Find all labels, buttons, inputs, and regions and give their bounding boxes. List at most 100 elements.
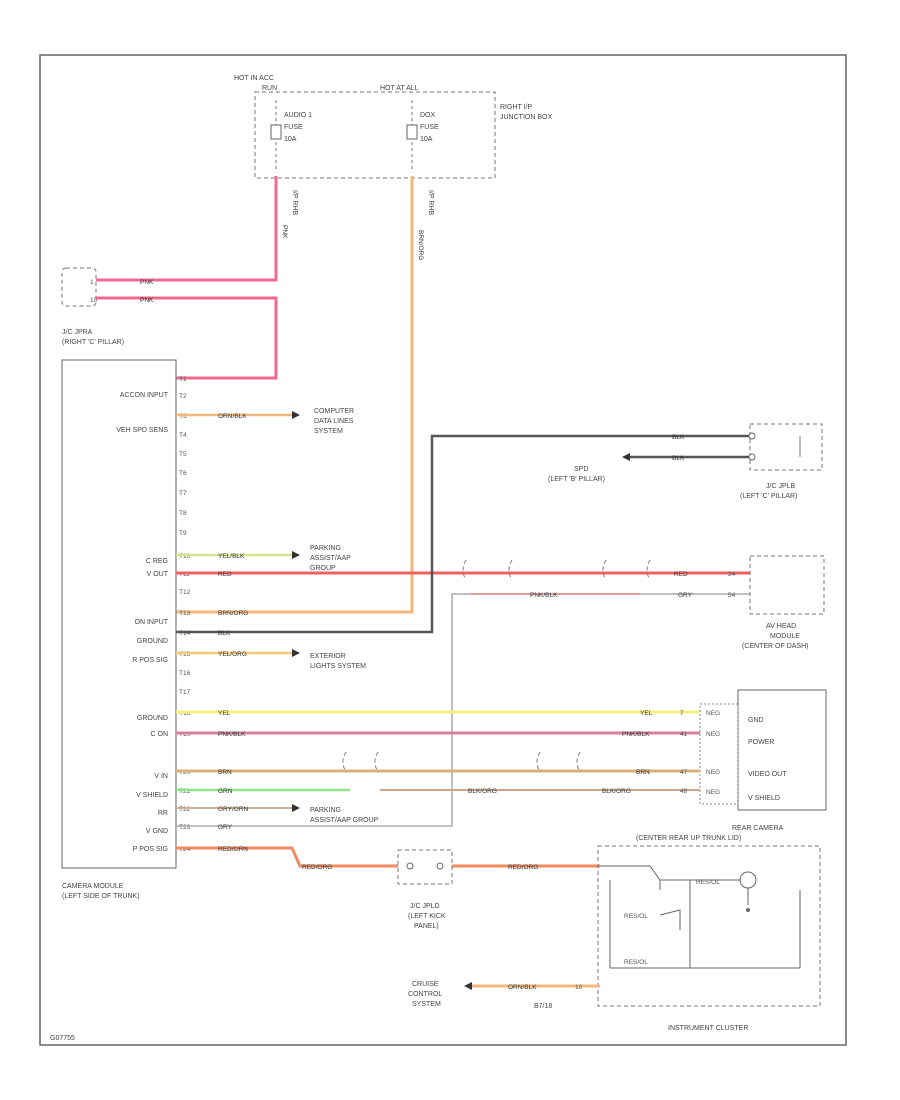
module-pin-number: T2	[179, 393, 187, 400]
wire-label-t14: BLK	[218, 630, 231, 637]
dest-computer-1: COMPUTER	[314, 408, 354, 415]
module-pin-number: T16	[179, 670, 191, 677]
fuse2-name: DOX	[420, 112, 436, 119]
display-label-gnd: GND	[748, 717, 764, 724]
display-brn-label: BRN	[636, 769, 650, 776]
av-pin-2: 54	[728, 592, 736, 599]
dest-cruise-3: SYSTEM	[412, 1001, 441, 1008]
fuse-audio-1	[270, 124, 282, 140]
shield-blk-org-label-1: BLK/ORG	[468, 788, 497, 795]
cruise-connector: B7/18	[534, 1003, 552, 1010]
jpra-location: (RIGHT 'C' PILLAR)	[62, 339, 124, 346]
module-pin-label: V OUT	[147, 571, 169, 578]
display-pin-4: 48	[680, 788, 688, 795]
dest-parking1-1: PARKING	[310, 545, 341, 552]
module-pin-label: V IN	[154, 773, 168, 780]
jpld-location: (LEFT KICK	[408, 913, 446, 920]
dest-parking1-3: GROUP	[310, 565, 336, 572]
camera-lamp-icon	[739, 871, 757, 889]
spd-name: SPD	[574, 466, 588, 473]
module-pin-label: V SHIELD	[136, 792, 168, 799]
shield-blk-org-label-2: BLK/ORG	[602, 788, 631, 795]
shield-mark-7	[536, 751, 541, 773]
module-pin-label: VEH SPD SENS	[116, 427, 168, 434]
module-pin-number: T21	[179, 788, 191, 795]
shield-mark-8	[576, 751, 581, 773]
jplb-location: (LEFT 'C' PILLAR)	[740, 493, 797, 500]
spd-wire-2: BLK	[672, 455, 685, 462]
arrow-spd	[622, 453, 630, 461]
display-yel-label: YEL	[640, 710, 653, 717]
hot-at-all-label: HOT AT ALL	[380, 85, 419, 92]
arrow-parking-2	[292, 804, 300, 812]
res-label-1: RES/OL	[696, 879, 720, 886]
module-pin-label: C REG	[146, 558, 168, 565]
arrow-parking-1	[292, 551, 300, 559]
shield-mark-2	[508, 559, 513, 581]
wire-label-pnk-1: PNK	[140, 279, 154, 286]
dest-cruise-2: CONTROL	[408, 991, 442, 998]
module-pin-number: T3	[179, 413, 187, 420]
fuse1-name: AUDIO 1	[284, 112, 312, 119]
module-pin-number: T23	[179, 824, 191, 831]
av-head-line2: MODULE	[770, 633, 800, 640]
module-pin-number: T5	[179, 451, 187, 458]
module-pin-number: T13	[179, 610, 191, 617]
module-pin-label: R POS SIG	[132, 657, 168, 664]
arrow-computer	[292, 411, 300, 419]
display-pin-2: 41	[680, 731, 688, 738]
dest-exterior-1: EXTERIOR	[310, 653, 346, 660]
module-pin-label: P POS SIG	[133, 846, 168, 853]
fuse-block: HOT IN ACC RUN HOT AT ALL RIGHT I/P JUNC…	[234, 75, 552, 179]
jpld-location-2: PANEL)	[414, 923, 439, 930]
rear-camera-assembly: REAR CAMERA (CENTER REAR UP TRUNK LID) R…	[597, 825, 821, 1007]
camera-module: CAMERA MODULE (LEFT SIDE OF TRUNK)	[61, 359, 177, 900]
dest-exterior-2: LIGHTS SYSTEM	[310, 663, 366, 670]
wire-label-t11: RED	[218, 571, 232, 578]
wire-red-orn-t24	[176, 846, 398, 868]
jplb-name: J/C JPLB	[766, 483, 796, 490]
display-pin-3: 47	[680, 769, 688, 776]
rear-camera-name: REAR CAMERA	[732, 825, 784, 832]
shield-mark-1	[462, 559, 467, 581]
wire-label-t20: BRN	[218, 769, 232, 776]
camera-module-pin-numbers: T1T2T3T4T5T6T7T8T9T10T11T12T13T14T15T16T…	[179, 376, 191, 853]
wire-label-pnk-vert: PNK	[281, 225, 288, 239]
fuse2-rating: 10A	[420, 136, 433, 143]
jpra-pin-2: 10	[90, 297, 98, 304]
hot-in-acc-label: HOT IN ACC	[234, 75, 274, 82]
wire-label-t10: YEL/BLK	[218, 553, 245, 560]
module-pin-number: T9	[179, 530, 187, 537]
wire-brn-org-fuse-to-module	[176, 176, 414, 614]
dest-parking2-1: PARKING	[310, 807, 341, 814]
display-unit: GND POWER VIDEO OUT V SHIELD	[737, 689, 827, 811]
jpld-wire-in: RED/ORG	[302, 864, 332, 871]
fuse1-rating: 10A	[284, 136, 297, 143]
neg-4: NEG	[706, 789, 720, 796]
wire-label-t21: GRN	[218, 788, 233, 795]
wire-blk-t14	[176, 434, 750, 634]
dest-cruise-1: CRUISE	[412, 981, 439, 988]
junction-box-title-2: JUNCTION BOX	[500, 114, 552, 121]
module-pin-number: T17	[179, 689, 191, 696]
shield-mark-3	[602, 559, 607, 581]
jc-jpra: 1 10 J/C JPRA (RIGHT 'C' PILLAR)	[61, 267, 124, 346]
cruise-pin: 10	[575, 984, 583, 991]
av-red-label: RED	[674, 571, 688, 578]
jc-jpld: J/C JPLD (LEFT KICK PANEL)	[397, 849, 453, 930]
display-label-video-out: VIDEO OUT	[748, 771, 787, 778]
run-label: RUN	[262, 85, 277, 92]
junction-box-title-1: RIGHT I/P	[500, 104, 532, 111]
display-label-power: POWER	[748, 739, 774, 746]
module-pin-number: T12	[179, 589, 191, 596]
neg-3: NEG	[706, 769, 720, 776]
camera-module-name: CAMERA MODULE	[62, 883, 124, 890]
figure-id: G07755	[50, 1035, 75, 1042]
dest-computer-2: DATA LINES	[314, 418, 354, 425]
display-pnk-blk-label: PNK/BLK	[622, 731, 650, 738]
spd-wire-1: BLK	[672, 434, 685, 441]
jpra-pin-1: 1	[90, 279, 94, 286]
wire-label-t18: YEL	[218, 710, 231, 717]
